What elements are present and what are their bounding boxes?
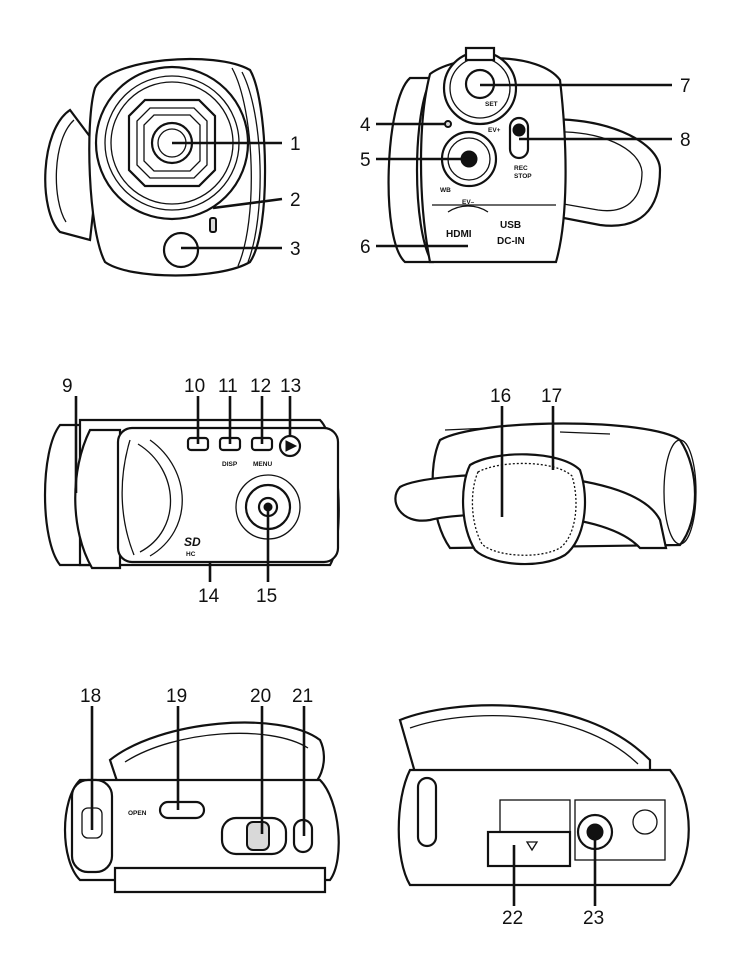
callout-11: 11	[218, 376, 238, 397]
callout-5: 5	[360, 150, 371, 171]
top-view: OPEN 18 19 20 21	[65, 686, 339, 892]
callout-2: 2	[290, 190, 301, 211]
callout-14: 14	[198, 586, 220, 607]
callout-23: 23	[583, 908, 604, 929]
hdmi-label: HDMI	[446, 229, 472, 240]
callout-6: 6	[360, 237, 371, 258]
top-base-plate	[115, 868, 325, 892]
callout-20: 20	[250, 686, 271, 707]
callout-16: 16	[490, 386, 511, 407]
menu-label: MENU	[253, 461, 272, 468]
callout-19: 19	[166, 686, 187, 707]
hc-label: HC	[186, 551, 196, 558]
rear-view: SET EV+ EV– WB REC STOP HDMI USB DC-IN 7…	[360, 48, 691, 262]
callout-10: 10	[184, 376, 205, 397]
rec-label: REC	[514, 165, 528, 172]
front-sensor	[210, 218, 216, 232]
callout-13: 13	[280, 376, 301, 397]
callout-15: 15	[256, 586, 277, 607]
battery-release	[488, 832, 570, 866]
callout-4: 4	[360, 115, 371, 136]
front-light	[164, 233, 198, 267]
disp-label: DISP	[222, 461, 238, 468]
open-label: OPEN	[128, 810, 147, 817]
callout-3: 3	[290, 239, 301, 260]
callout-22: 22	[502, 908, 523, 929]
callout-9: 9	[62, 376, 73, 397]
callout-8: 8	[680, 130, 691, 151]
grip-side-view: 16 17	[395, 386, 696, 564]
sd-label: SD	[184, 535, 201, 549]
set-label: SET	[485, 101, 498, 108]
usb-label: USB	[500, 220, 521, 231]
callout-21: 21	[292, 686, 313, 707]
callout-18: 18	[80, 686, 101, 707]
dc-in-label: DC-IN	[497, 236, 525, 247]
callout-17: 17	[541, 386, 562, 407]
callout-7: 7	[680, 76, 691, 97]
grip-belt-pad	[463, 454, 585, 564]
stop-label: STOP	[514, 173, 532, 180]
front-view: 1 2 3	[45, 59, 300, 276]
bottom-body	[399, 770, 689, 885]
wb-label: WB	[440, 187, 451, 194]
callout-12: 12	[250, 376, 271, 397]
zoom-lever	[247, 822, 269, 850]
bottom-view: 22 23	[399, 705, 689, 929]
callout-1: 1	[290, 134, 301, 155]
lcd-open-lever	[160, 802, 204, 818]
monitor-hinge	[75, 430, 120, 568]
ev-plus-label: EV+	[488, 127, 501, 134]
lcd-side-view: DISP MENU SD HC 9 10 11 12 13 14 15	[45, 376, 339, 607]
